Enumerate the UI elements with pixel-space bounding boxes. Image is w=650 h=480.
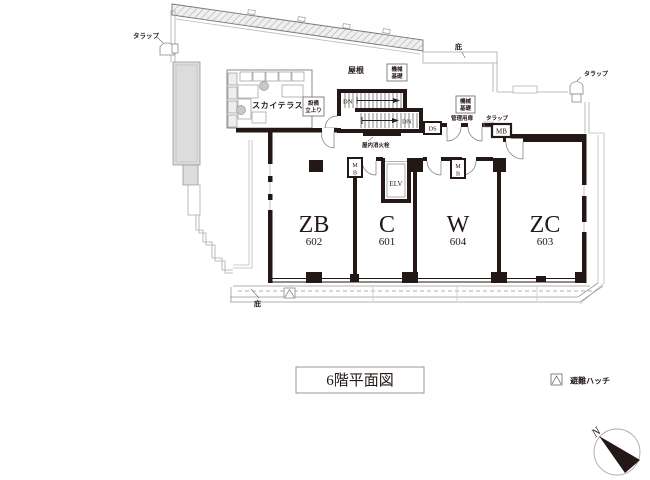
meter-box-top-label: MB <box>496 128 507 136</box>
machine-base-box-1 <box>386 63 408 82</box>
equip-riser-line1: 設備 <box>308 99 320 107</box>
machine-base-box-2 <box>455 95 476 114</box>
planter <box>227 72 238 86</box>
equipment-riser-box <box>302 96 325 117</box>
room-name-zb: ZB <box>299 212 330 238</box>
stair-arrow-upper <box>393 98 400 103</box>
machine-base-2-line2: 基礎 <box>459 104 472 112</box>
duct-space-box <box>423 121 442 135</box>
terrace-bench <box>239 71 305 82</box>
evacuation-hatch-symbol <box>283 287 296 299</box>
ladder-label-mid: タラップ <box>486 114 509 122</box>
room-number-604: 604 <box>450 236 467 248</box>
left-wall-panel <box>172 61 253 274</box>
equip-riser-line2: 立上り <box>305 106 322 114</box>
planter <box>227 86 238 100</box>
ladder-icon <box>569 81 584 95</box>
room-number-603: 603 <box>537 236 554 248</box>
column <box>306 272 322 283</box>
ladder-label-top-left: タラップ <box>133 31 160 40</box>
page-title: 6階平面図 <box>326 372 394 389</box>
room-name-c: C <box>379 212 395 238</box>
hydrant-label: 屋内消火栓 <box>362 141 390 149</box>
room-name-zc: ZC <box>530 212 561 238</box>
stair-down-label-upper: DN <box>343 99 353 106</box>
elevator-label: ELV <box>390 180 403 188</box>
duct-space-label: DS <box>428 126 437 133</box>
column <box>402 272 418 283</box>
ladder-top-left <box>156 10 179 62</box>
planter <box>227 114 238 128</box>
corridor-north-wall <box>441 121 586 142</box>
meter-box-w-m: M <box>455 164 461 170</box>
north-needle <box>599 436 640 473</box>
legend <box>550 373 563 386</box>
room-labels: ZB 602 C 601 W 604 ZC 603 <box>299 212 561 248</box>
stairwell <box>324 89 423 136</box>
terrace-table <box>259 81 269 91</box>
stair-down-label-lower: DN <box>402 119 412 126</box>
room-number-601: 601 <box>379 236 396 248</box>
ladder-label-top-right: タラップ <box>584 70 609 78</box>
eaves-label-bottom: 庇 <box>253 299 261 308</box>
machine-base-1-line2: 基礎 <box>390 72 403 80</box>
unit-door-arc <box>361 160 377 176</box>
planter <box>227 100 238 114</box>
sky-terrace-label: スカイテラス <box>252 101 303 110</box>
unit-walls <box>236 128 587 283</box>
elevator-shaft <box>381 158 411 203</box>
sky-terrace <box>226 69 313 129</box>
column <box>493 158 506 172</box>
balcony <box>230 282 604 303</box>
service-door-label: 管理用扉 <box>451 114 474 122</box>
unit-door-arc <box>426 160 442 176</box>
terrace-door-arc <box>324 115 338 129</box>
meter-box-top <box>490 122 513 139</box>
column <box>309 160 323 172</box>
stair-arrow-lower <box>392 118 399 123</box>
title-box <box>295 366 425 394</box>
service-door-arc <box>446 126 462 142</box>
meter-box-w <box>450 158 466 179</box>
machine-base-2-line1: 機械 <box>460 97 472 105</box>
column <box>575 272 586 283</box>
terrace-table <box>236 105 246 115</box>
unit-door-arc <box>321 131 335 149</box>
room-number-602: 602 <box>306 236 323 248</box>
unit-door-arc <box>505 141 524 160</box>
roof-hatched-band <box>171 3 424 55</box>
service-door-arc <box>467 126 483 142</box>
meter-box-left-m: M <box>352 163 358 169</box>
column <box>536 276 546 282</box>
legend-hatch-label: 避難ハッチ <box>570 376 610 386</box>
machine-base-1-line1: 機械 <box>391 65 403 73</box>
meter-box-left-b: B <box>353 171 357 177</box>
compass <box>593 428 641 476</box>
room-name-w: W <box>447 212 470 238</box>
meter-box-left <box>347 157 363 178</box>
hydrant-cabinet <box>363 131 401 136</box>
evacuation-hatch-legend-icon <box>550 373 563 386</box>
meter-box-w-b: B <box>456 172 460 178</box>
eaves-label-top: 庇 <box>454 42 462 51</box>
roof-label: 屋根 <box>348 65 364 75</box>
